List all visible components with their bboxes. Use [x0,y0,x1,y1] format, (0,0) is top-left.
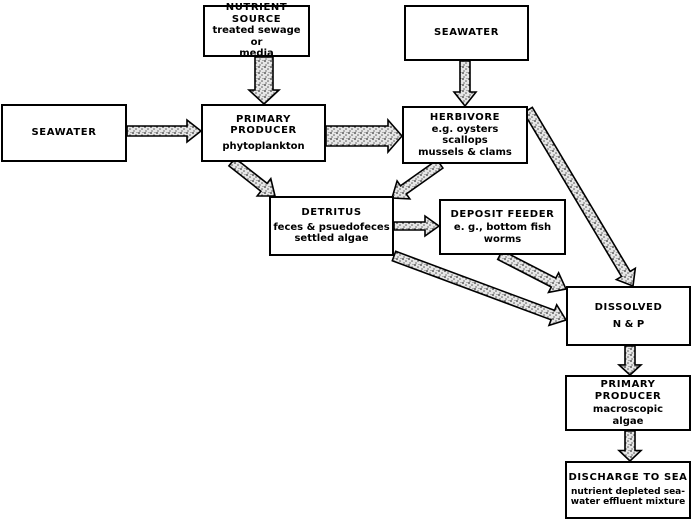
node-line: water effluent mixture [570,497,686,508]
node-seawater-top: SEAWATER [404,5,529,61]
node-line: algae [612,415,644,427]
node-line: settled algae [294,233,369,245]
node-line: phytoplankton [222,140,305,152]
arrow-dissolved-to-primary-producer-macro [616,345,644,377]
node-title: DISSOLVED [594,301,663,313]
arrow-nutrient-source-to-primary-producer-phyto [246,56,282,106]
node-title: HERBIVORE [429,112,501,123]
node-line: e. g., bottom fish [453,222,552,234]
arrow-detritus-to-deposit-feeder [393,214,441,238]
node-title: NUTRIENT SOURCE [225,2,288,25]
node-primary-producer-phytoplankton: PRIMARY PRODUCER phytoplankton [201,104,326,162]
node-title: DEPOSIT FEEDER [450,208,555,220]
node-line: scallops [442,135,488,146]
node-title: SEAWATER [31,127,97,139]
node-title: DETRITUS [301,207,362,219]
arrow-primary-producer-phyto-to-detritus [227,156,277,197]
node-line: N & P [612,319,645,330]
node-seawater-left: SEAWATER [1,104,127,162]
node-line: feces & psuedofeces [273,221,390,233]
arrow-deposit-feeder-to-dissolved [496,249,568,294]
node-line: mussels & clams [418,146,512,158]
node-line: e.g. oysters [431,123,499,135]
node-title: PRIMARY PRODUCER [230,113,297,137]
arrow-primary-producer-phyto-to-herbivore [325,117,404,155]
node-title: DISCHARGE TO SEA [568,472,688,484]
node-line: worms [483,233,522,245]
arrow-seawater-left-to-primary-producer-phyto [126,118,203,144]
node-sublines: phytoplankton [222,141,304,153]
node-title: PRIMARY PRODUCER [594,379,662,402]
node-discharge-to-sea: DISCHARGE TO SEA nutrient depleted sea-w… [565,461,691,519]
node-sublines: N & P [613,319,644,331]
arrow-seawater-top-to-herbivore [452,60,478,108]
node-line: or [250,36,263,48]
node-line: media [239,48,274,60]
arrow-detritus-to-dissolved [391,250,568,327]
node-sublines: nutrient depleted sea-water effluent mix… [571,487,685,508]
node-dissolved-n-p: DISSOLVED N & P [566,286,691,346]
arrow-primary-producer-macro-to-discharge [617,430,643,463]
node-title: SEAWATER [433,27,500,39]
node-line: macroscopic [592,404,664,415]
arrow-herbivore-to-dissolved [522,106,637,288]
node-line: nutrient depleted sea- [570,486,685,497]
node-line: treated sewage [212,25,301,37]
arrow-herbivore-to-detritus [390,158,445,200]
